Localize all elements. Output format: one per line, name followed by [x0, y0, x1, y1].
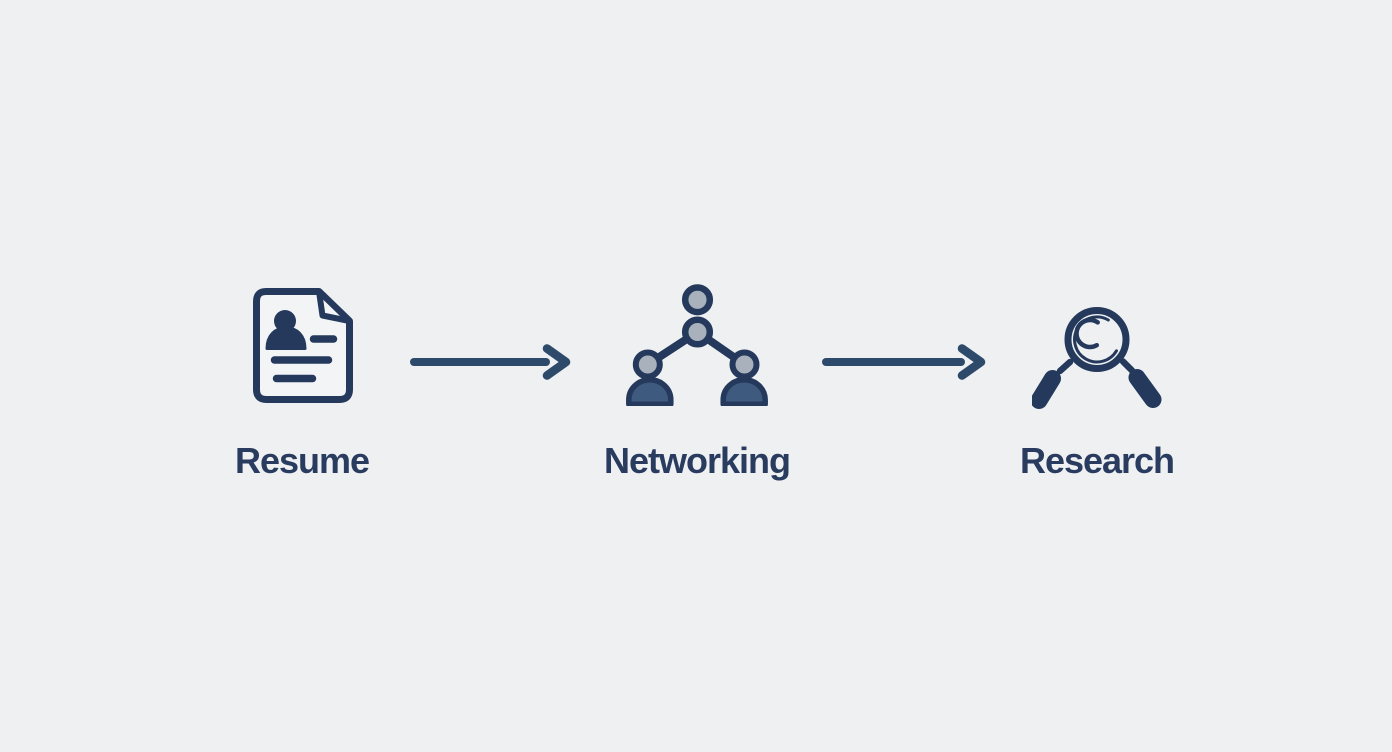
resume-document-icon-svg [253, 288, 353, 403]
step-label-research: Research [1019, 440, 1175, 481]
step-label-resume: Resume [234, 440, 370, 481]
left-handle [1032, 370, 1061, 409]
right-person-body [720, 377, 768, 406]
folded-corner [316, 288, 353, 324]
center-node [681, 316, 714, 348]
left-person-head [632, 349, 663, 380]
right-person-head [729, 349, 760, 380]
top-node [681, 284, 714, 316]
magnifying-glass-icon [1032, 290, 1162, 415]
step-label-networking: Networking [603, 440, 791, 481]
lens-inner-arc [1073, 315, 1118, 364]
right-handle-neck [1119, 358, 1136, 374]
person-head [274, 310, 296, 332]
lens-ring [1064, 307, 1130, 372]
right-handle [1128, 369, 1162, 408]
arrow-head [542, 344, 571, 380]
people-network-icon-svg [626, 284, 768, 406]
left-person-body [626, 377, 674, 406]
text-lines [270, 335, 338, 383]
people-network-icon [626, 284, 768, 406]
arrow-right-icon [407, 343, 577, 383]
arrow-right-svg [410, 344, 571, 380]
resume-document-icon [253, 288, 353, 403]
person-shoulders [265, 326, 307, 350]
magnifying-glass-icon-svg [1032, 307, 1162, 409]
arrow-right-svg [822, 344, 986, 380]
left-handle-neck [1056, 358, 1074, 375]
arrow-right-icon [819, 343, 989, 383]
lens-glare-arc [1074, 317, 1100, 350]
arrow-head [957, 344, 986, 380]
